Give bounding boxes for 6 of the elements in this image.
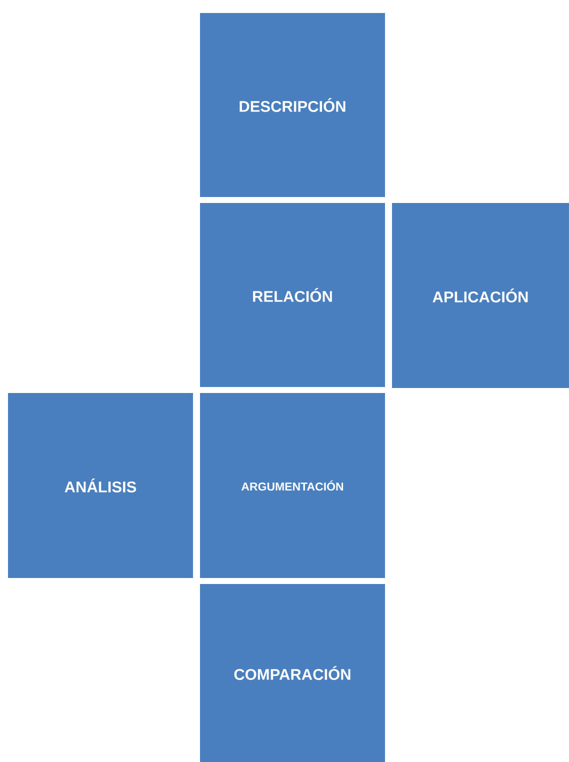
text-box: ARGUMENTACIÓN bbox=[200, 393, 385, 578]
text-box: ANÁLISIS bbox=[8, 393, 193, 578]
text-box: DESCRIPCIÓN bbox=[200, 13, 385, 197]
text-box: APLICACIÓN bbox=[392, 203, 569, 388]
text-box: RELACIÓN bbox=[200, 203, 385, 387]
text-box: COMPARACIÓN bbox=[200, 584, 385, 762]
